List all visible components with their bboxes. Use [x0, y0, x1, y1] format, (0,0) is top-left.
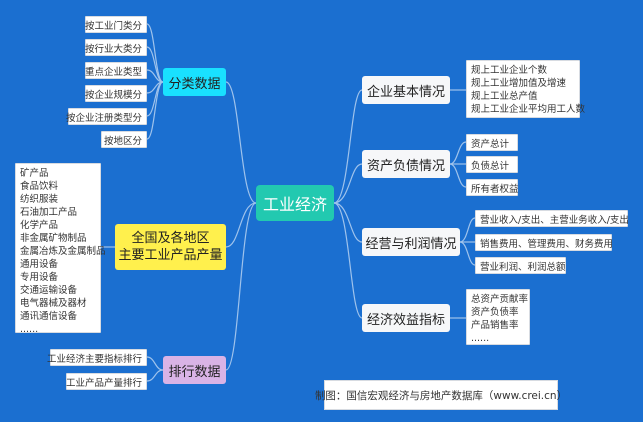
leaf-revenue-expenditure[interactable]: 营业收入/支出、主营业务收入/支出	[475, 210, 629, 227]
branch-classified-data[interactable]: 分类数据	[163, 68, 226, 96]
connector-center-profit	[333, 202, 363, 243]
list-item: 产品销售率	[471, 320, 519, 331]
list-item: 资产负债率	[471, 307, 519, 318]
basic-info-list[interactable]: 规上工业企业个数 规上工业增加值及增速 规上工业总产值 规上工业企业平均用工人数	[466, 60, 586, 118]
leaf-operating-profit[interactable]: 营业利润、利润总额	[475, 257, 566, 274]
list-item: ......	[20, 324, 39, 335]
leaf-owners-equity[interactable]: 所有者权益	[466, 179, 519, 196]
list-item: 金属冶炼及金属制品	[20, 246, 106, 257]
leaf-expenses[interactable]: 销售费用、管理费用、财务费用	[475, 234, 613, 251]
leaf-by-industry-division[interactable]: 按行业大类分	[85, 39, 147, 56]
list-item: ......	[471, 333, 490, 344]
leaf-total-liabilities[interactable]: 负债总计	[466, 156, 518, 173]
connector-center-assets	[333, 163, 363, 204]
connector-center-classified	[225, 81, 257, 204]
products-list[interactable]: 矿产品 食品饮料 纺织服装 石油加工产品 化学产品 非金属矿物制品 金属冶炼及金…	[15, 163, 106, 335]
efficiency-list[interactable]: 总资产贡献率 资产负债率 产品销售率 ......	[466, 289, 530, 345]
branch-major-industrial-products[interactable]: 全国及各地区 主要工业产品产量	[115, 224, 226, 270]
list-item: 规上工业企业个数	[471, 65, 548, 76]
branch-products-line1: 全国及各地区	[131, 231, 210, 246]
connector-center-products	[225, 202, 257, 248]
branch-economic-efficiency[interactable]: 经济效益指标	[362, 304, 450, 332]
list-item: 化学产品	[20, 220, 59, 231]
list-item: 石油加工产品	[20, 207, 78, 218]
branch-assets-liabilities[interactable]: 资产负债情况	[362, 150, 450, 178]
branch-operations-profit[interactable]: 经营与利润情况	[362, 228, 460, 256]
source-credit: 制图：国信宏观经济与房地产数据库（www.crei.cn）	[315, 380, 567, 410]
list-item: 交通运输设备	[20, 285, 78, 296]
leaf-by-region[interactable]: 按地区分	[101, 131, 147, 148]
list-item: 规上工业总产值	[471, 91, 538, 102]
connector-center-ranking	[225, 202, 257, 371]
list-item: 电气器械及器材	[20, 298, 87, 309]
list-item: 纺织服装	[20, 194, 59, 205]
leaf-key-enterprise-type[interactable]: 重点企业类型	[85, 62, 147, 79]
list-item: 规上工业增加值及增速	[471, 78, 567, 89]
list-item: 总资产贡献率	[471, 294, 529, 305]
leaf-total-assets[interactable]: 资产总计	[466, 134, 518, 151]
list-item: 非金属矿物制品	[20, 233, 87, 244]
leaf-product-output-ranking[interactable]: 工业产品产量排行	[66, 373, 147, 390]
connector-center-efficiency	[333, 202, 363, 319]
leaf-by-registration-type[interactable]: 按企业注册类型分	[66, 108, 147, 125]
center-node-industrial-economy[interactable]: 工业经济	[256, 185, 334, 221]
branch-products-line2: 主要工业产品产量	[118, 248, 223, 263]
list-item: 矿产品	[20, 168, 49, 179]
list-item: 食品饮料	[20, 181, 59, 192]
branch-enterprise-basic-info[interactable]: 企业基本情况	[362, 76, 450, 104]
branch-ranking-data[interactable]: 排行数据	[163, 356, 226, 384]
list-item: 通用设备	[20, 259, 59, 270]
connector-center-basic	[333, 89, 363, 204]
list-item: 通讯通信设备	[20, 311, 78, 322]
list-item: 专用设备	[20, 272, 59, 283]
leaf-by-industry-category[interactable]: 按工业门类分	[85, 16, 147, 33]
leaf-by-enterprise-scale[interactable]: 按企业规模分	[85, 85, 147, 102]
list-item: 规上工业企业平均用工人数	[471, 104, 586, 115]
leaf-main-indicator-ranking[interactable]: 工业经济主要指标排行	[47, 349, 147, 366]
